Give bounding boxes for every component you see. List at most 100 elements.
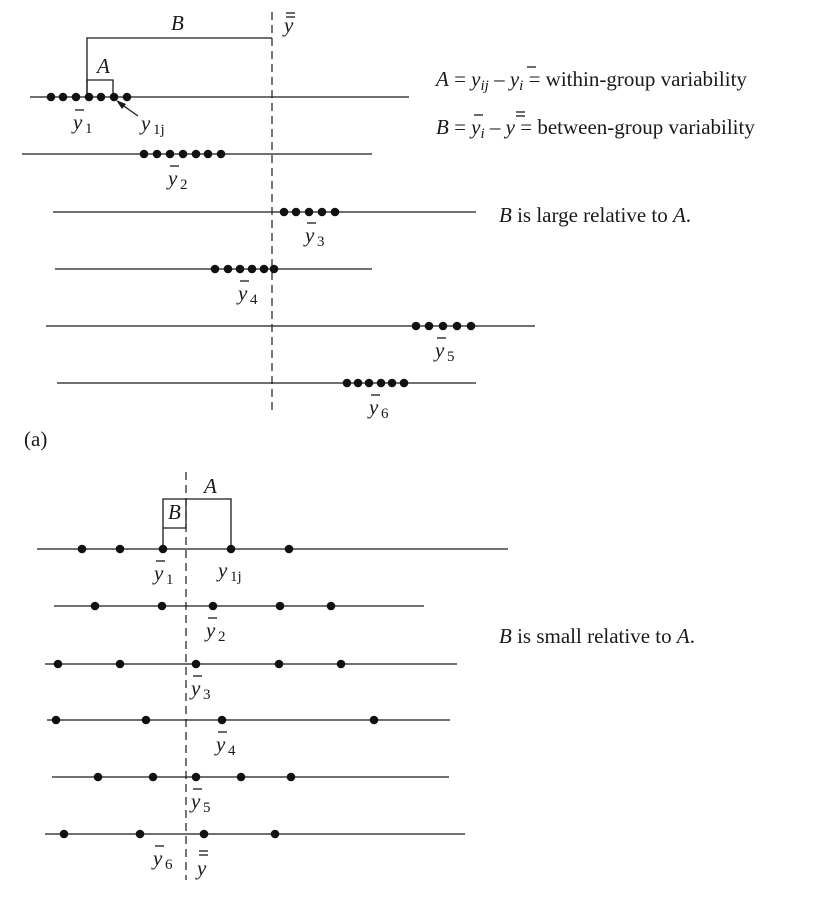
data-point [284, 544, 294, 554]
data-point [336, 659, 346, 669]
data-point [247, 264, 257, 274]
data-point [77, 544, 87, 554]
bracket-a-b: A [186, 474, 232, 549]
bracket-a-a: A [86, 54, 114, 97]
group-mean-label-b-4: y 4 [214, 731, 236, 759]
data-point [109, 92, 119, 102]
group-mean-sub: 6 [381, 406, 389, 422]
data-point [291, 207, 301, 217]
data-point [46, 92, 56, 102]
definition-b: B = yi – y = between-group variability [436, 115, 755, 142]
group-mean-symbol: y [166, 166, 178, 190]
group-mean-sub: 2 [218, 629, 226, 645]
bracket-b-b: B [162, 498, 187, 549]
data-point [399, 378, 409, 388]
grand-mean-symbol-b: y [195, 856, 207, 880]
data-point [317, 207, 327, 217]
group-mean-symbol: y [214, 732, 226, 756]
group-mean-sub: 2 [180, 177, 188, 193]
note-large: B is large relative to A. [499, 203, 691, 227]
group-dots-a-4 [210, 264, 279, 274]
group-mean-sub: 4 [250, 292, 258, 308]
data-point [353, 378, 363, 388]
data-point [53, 659, 63, 669]
group-mean-sub: 1 [85, 121, 93, 137]
data-point [342, 378, 352, 388]
data-point [93, 772, 103, 782]
group-mean-label-b-2: y 2 [204, 617, 226, 645]
data-point [115, 544, 125, 554]
data-point [438, 321, 448, 331]
group-mean-sub: 5 [203, 800, 211, 816]
y1j-label-b: y 1j [216, 558, 242, 585]
panel-b: B A [37, 472, 695, 880]
group-mean-sub: 3 [317, 234, 325, 250]
group-mean-sub: 4 [228, 743, 236, 759]
group-mean-sub: 1 [166, 572, 174, 588]
group-mean-label-a-4: y 4 [236, 280, 258, 308]
group-dots-b-4 [51, 715, 379, 725]
group-mean-label-b-1: y 1 [152, 560, 174, 588]
data-point [452, 321, 462, 331]
data-point [235, 264, 245, 274]
group-mean-sub: 3 [203, 687, 211, 703]
data-point [84, 92, 94, 102]
group-mean-symbol: y [189, 789, 201, 813]
group-mean-label-b-6: y 6 [151, 845, 173, 873]
data-point [326, 601, 336, 611]
group-mean-symbol: y [236, 281, 248, 305]
data-point [216, 149, 226, 159]
data-point [210, 264, 220, 274]
group-mean-label-a-3: y 3 [303, 222, 325, 250]
bracket-b-label-a: B [171, 11, 184, 35]
bracket-a-label-b: A [202, 474, 217, 498]
group-mean-label-a-6: y 6 [367, 394, 389, 422]
group-mean-symbol: y [189, 676, 201, 700]
data-point [135, 829, 145, 839]
group-dots-b-1 [77, 544, 294, 554]
data-point [411, 321, 421, 331]
data-point [275, 601, 285, 611]
group-dots-a-2 [139, 149, 226, 159]
group-mean-symbol: y [151, 846, 163, 870]
data-point [96, 92, 106, 102]
note-small: B is small relative to A. [499, 624, 695, 648]
data-point [191, 149, 201, 159]
data-point [141, 715, 151, 725]
data-point [259, 264, 269, 274]
y1j-symbol-b: y [216, 558, 228, 582]
group-dots-b-6 [59, 829, 280, 839]
data-point [208, 601, 218, 611]
bracket-b-label-b: B [168, 500, 181, 524]
data-point [199, 829, 209, 839]
group-mean-sub: 6 [165, 857, 173, 873]
data-point [115, 659, 125, 669]
data-point [178, 149, 188, 159]
group-dots-a-6 [342, 378, 409, 388]
data-point [270, 829, 280, 839]
data-point [466, 321, 476, 331]
group-dots-a-5 [411, 321, 476, 331]
data-point [71, 92, 81, 102]
data-point [90, 601, 100, 611]
group-mean-label-b-5: y 5 [189, 788, 211, 816]
data-point [387, 378, 397, 388]
data-point [122, 92, 132, 102]
bracket-b-a: B [86, 11, 272, 97]
data-point [191, 659, 201, 669]
data-point [304, 207, 314, 217]
group-mean-symbol: y [433, 338, 445, 362]
group-mean-label-a-2: y 2 [166, 165, 188, 193]
y1j-sub-b: 1j [230, 569, 242, 585]
grand-mean-label-a: y [282, 12, 295, 37]
data-point [424, 321, 434, 331]
data-point [217, 715, 227, 725]
definition-a: A = yij – yi = within-group variability [434, 67, 747, 94]
data-point [58, 92, 68, 102]
group-dots-a-1 [46, 92, 132, 102]
group-dots-b-2 [90, 601, 336, 611]
data-point [364, 378, 374, 388]
data-point [236, 772, 246, 782]
group-dots-a-3 [279, 207, 340, 217]
